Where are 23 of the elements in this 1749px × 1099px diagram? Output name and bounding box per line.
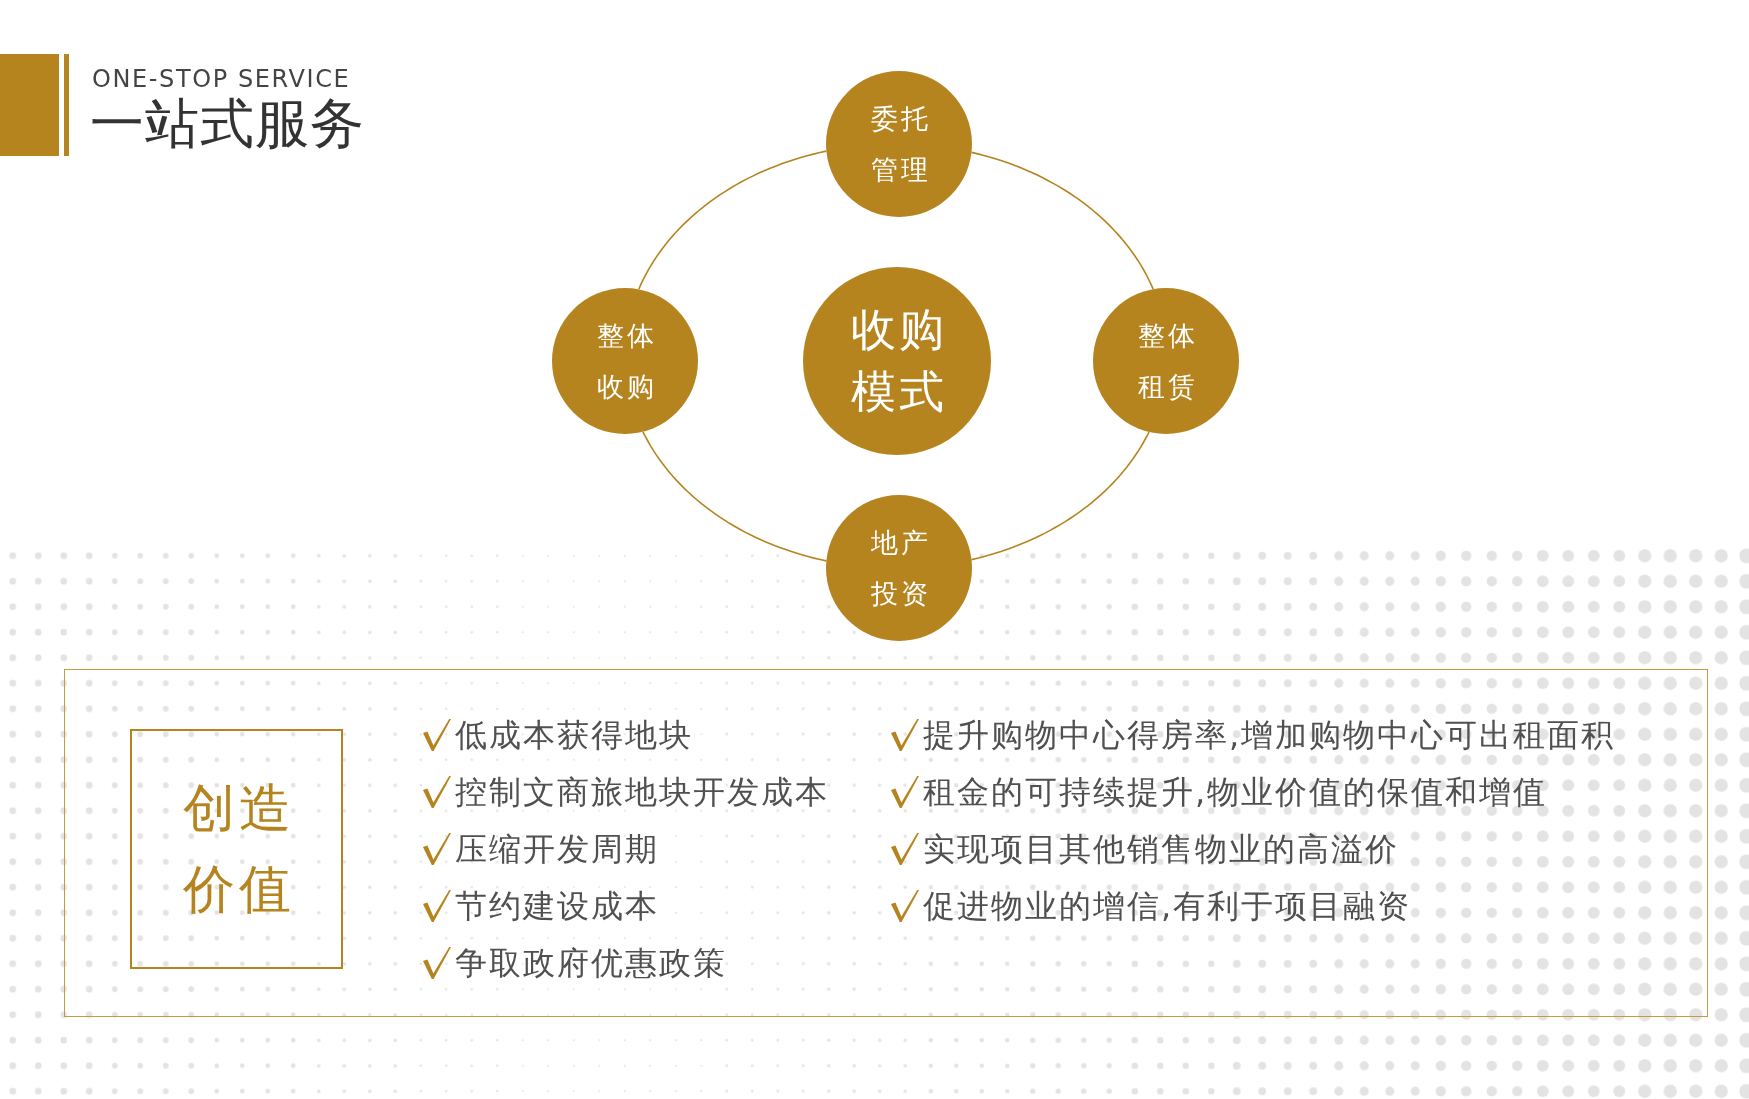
checklist-item: 争取政府优惠政策 — [455, 943, 727, 984]
value-panel — [64, 669, 1708, 1017]
checklist-item: 实现项目其他销售物业的高溢价 — [923, 829, 1399, 870]
checklist-item: 低成本获得地块 — [455, 715, 693, 756]
title: 一站式服务 — [90, 94, 365, 154]
subtitle: ONE-STOP SERVICE — [92, 66, 351, 93]
checklist-item: 促进物业的增信,有利于项目融资 — [923, 886, 1412, 927]
connector-arc — [970, 151, 1154, 290]
checklist-item: 租金的可持续提升,物业价值的保值和增值 — [923, 772, 1548, 813]
connector-arc — [970, 431, 1150, 561]
value-title: 创造价值 — [181, 777, 295, 921]
circle-label: 委托管理 — [869, 102, 931, 187]
checklist-item: 提升购物中心得房率,增加购物中心可出租面积 — [923, 715, 1616, 756]
circle-label: 地产投资 — [869, 526, 931, 611]
connector-arc — [642, 431, 828, 562]
circle-label: 整体租赁 — [1136, 319, 1198, 404]
checklist-item: 控制文商旅地块开发成本 — [455, 772, 829, 813]
center-label: 收购模式 — [849, 302, 947, 420]
checklist-item: 节约建设成本 — [455, 886, 659, 927]
connector-arc — [638, 150, 828, 291]
checklist-item: 压缩开发周期 — [455, 829, 659, 870]
circle-label: 整体收购 — [595, 319, 657, 404]
value-title-box — [130, 729, 343, 969]
